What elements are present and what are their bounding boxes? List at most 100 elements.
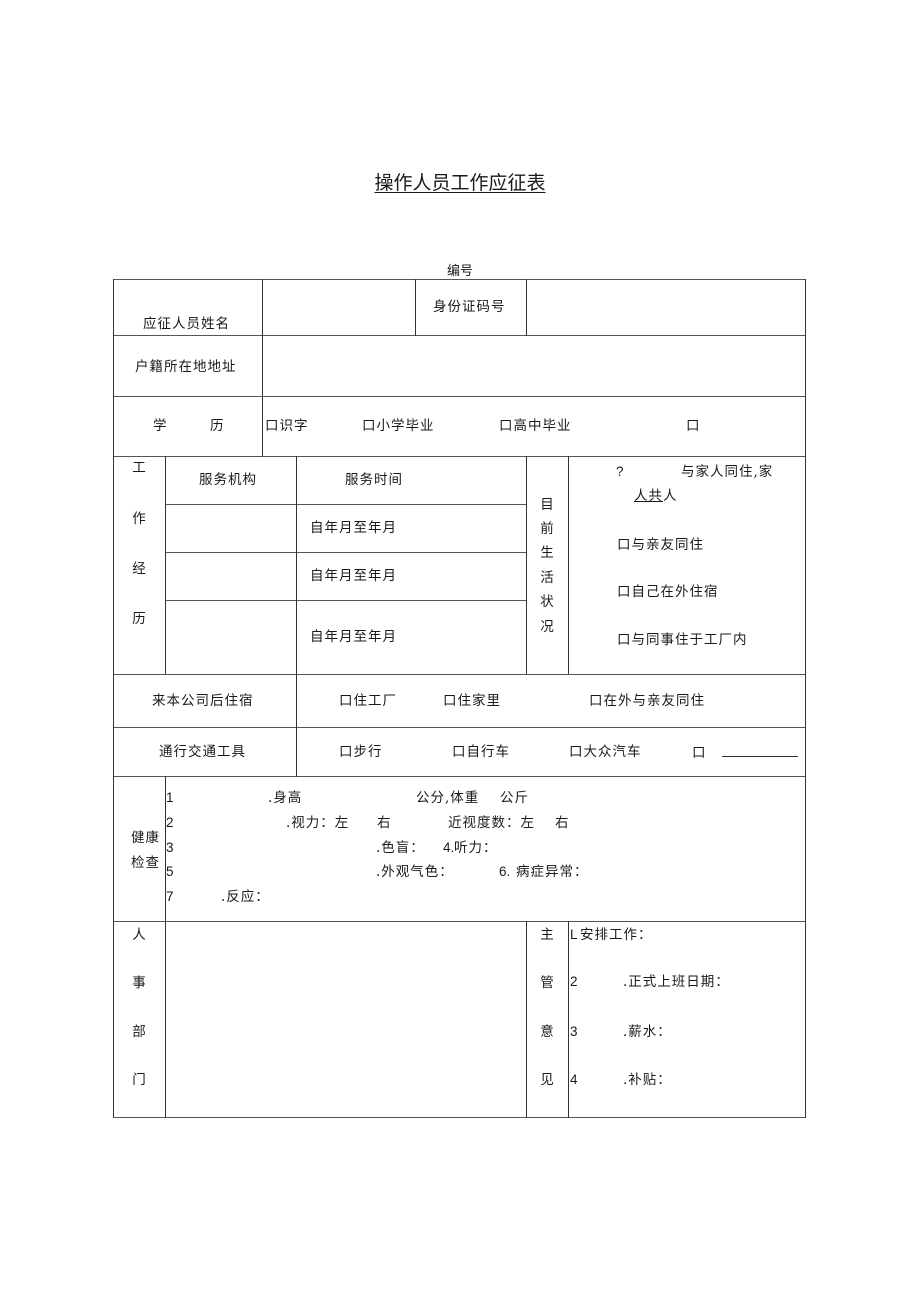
checkbox-icon: 口 (692, 745, 707, 761)
col-divider (526, 921, 527, 1118)
height-label: .身高 (268, 790, 303, 806)
supervisor-item-number: 3 (570, 1024, 578, 1039)
row-divider (113, 335, 806, 336)
dorm-option-factory[interactable]: 口住工厂 (339, 693, 397, 709)
dorm-option-home[interactable]: 口住家里 (443, 693, 501, 709)
table-border-right (805, 279, 806, 1118)
row-divider (113, 727, 806, 728)
living-status-label-6: 况 (540, 619, 554, 635)
col-divider (568, 921, 569, 1118)
living-option-family[interactable]: 与家人同住,家 (681, 464, 774, 480)
health-item-number: 3 (166, 840, 174, 855)
hr-dept-comment-field[interactable] (168, 924, 524, 1116)
dorm-label: 来本公司后住宿 (152, 693, 254, 709)
education-label-2: 历 (210, 418, 225, 434)
col-divider (165, 776, 166, 1118)
vision-left-label: .视力：左 (286, 815, 350, 831)
table-border-left (113, 279, 114, 1118)
transport-option-walk[interactable]: 口步行 (339, 744, 383, 760)
supervisor-item-number: 2 (570, 974, 578, 989)
family-count-blank[interactable]: 人共 (634, 488, 663, 504)
row-divider (113, 921, 806, 922)
hr-dept-label-4: 门 (132, 1072, 146, 1088)
health-label-line2: 检查 (131, 855, 160, 871)
reaction-label: .反应： (221, 889, 270, 905)
supervisor-label-3: 意 (540, 1024, 554, 1040)
hr-dept-label-3: 部 (132, 1024, 146, 1040)
education-option-other[interactable]: 口 (686, 418, 701, 434)
supervisor-label-2: 管 (540, 975, 554, 991)
service-org-header: 服务机构 (199, 472, 257, 488)
hr-dept-label-1: 人 (132, 927, 146, 943)
serial-number-label: 编号 (446, 264, 473, 279)
form-title: 操作人员工作应征表 (374, 172, 546, 194)
supervisor-item-number: L (570, 927, 578, 942)
salary-label: .薪水： (623, 1024, 672, 1040)
living-status-label-1: 目 (540, 497, 554, 513)
transport-option-bicycle[interactable]: 口自行车 (452, 744, 510, 760)
col-divider (262, 279, 263, 457)
row-divider (113, 396, 806, 397)
living-option-family-checkbox[interactable]: ? (616, 464, 624, 479)
col-divider (526, 279, 527, 336)
living-option-family-line2: 人共人 (634, 488, 678, 504)
living-option-coworkers[interactable]: 口与同事住于工厂内 (617, 632, 748, 648)
living-status-label-2: 前 (540, 521, 554, 537)
transport-option-other[interactable]: 口 (692, 744, 799, 761)
transport-other-blank[interactable] (722, 744, 799, 757)
id-number-field[interactable] (529, 282, 803, 334)
id-number-label: 身份证码号 (433, 299, 506, 315)
health-item-number: 2 (166, 815, 174, 830)
work-history-label-3: 经 (132, 561, 146, 577)
service-org-field-3[interactable] (168, 603, 294, 672)
work-history-label-4: 历 (132, 611, 146, 627)
work-history-label-2: 作 (132, 511, 146, 527)
health-item-number: 1 (166, 790, 174, 805)
household-address-label: 户籍所在地地址 (135, 359, 237, 375)
education-option-literate[interactable]: 口识字 (265, 418, 309, 434)
living-status-label-3: 生 (540, 545, 554, 561)
row-divider (165, 552, 526, 553)
allowance-label: .补贴： (623, 1072, 672, 1088)
service-time-2[interactable]: 自年月至年月 (310, 568, 397, 584)
work-history-label-1: 工 (132, 460, 146, 476)
hearing-label: 听力： (454, 840, 498, 856)
start-date-label: .正式上班日期： (623, 974, 730, 990)
living-option-alone[interactable]: 口自己在外住宿 (617, 584, 719, 600)
dorm-option-relatives[interactable]: 口在外与亲友同住 (589, 693, 705, 709)
row-divider (113, 674, 806, 675)
service-time-1[interactable]: 自年月至年月 (310, 520, 397, 536)
table-border-top (113, 279, 806, 280)
health-item-number: 4. (443, 840, 455, 855)
row-divider (165, 600, 526, 601)
service-time-header: 服务时间 (345, 472, 403, 488)
col-divider (568, 456, 569, 674)
health-item-number: 6. (499, 864, 511, 879)
row-divider (165, 504, 526, 505)
col-divider (415, 279, 416, 336)
color-blind-label: .色盲： (376, 840, 425, 856)
education-option-highschool[interactable]: 口高中毕业 (499, 418, 572, 434)
hr-dept-label-2: 事 (132, 975, 146, 991)
transport-label: 通行交通工具 (159, 744, 246, 760)
education-label-1: 学 (153, 418, 168, 434)
service-org-field-1[interactable] (168, 507, 294, 551)
myopia-left-label: 近视度数：左 (448, 815, 535, 831)
service-time-3[interactable]: 自年月至年月 (310, 629, 397, 645)
job-assignment-label: 安排工作： (580, 927, 653, 943)
applicant-name-field[interactable] (265, 282, 413, 334)
row-divider (113, 776, 806, 777)
living-option-relatives[interactable]: 口与亲友同住 (617, 537, 704, 553)
col-divider (526, 456, 527, 674)
supervisor-item-number: 4 (570, 1072, 578, 1087)
health-label-line1: 健康 (131, 830, 160, 846)
applicant-name-label: 应征人员姓名 (143, 316, 230, 332)
family-count-unit: 人 (663, 488, 678, 504)
vision-right-label: 右 (377, 815, 392, 831)
household-address-field[interactable] (265, 338, 803, 394)
complexion-label: .外观气色： (376, 864, 454, 880)
education-option-primary[interactable]: 口小学毕业 (362, 418, 435, 434)
health-item-number: 7 (166, 889, 174, 904)
service-org-field-2[interactable] (168, 555, 294, 599)
transport-option-bus[interactable]: 口大众汽车 (569, 744, 642, 760)
